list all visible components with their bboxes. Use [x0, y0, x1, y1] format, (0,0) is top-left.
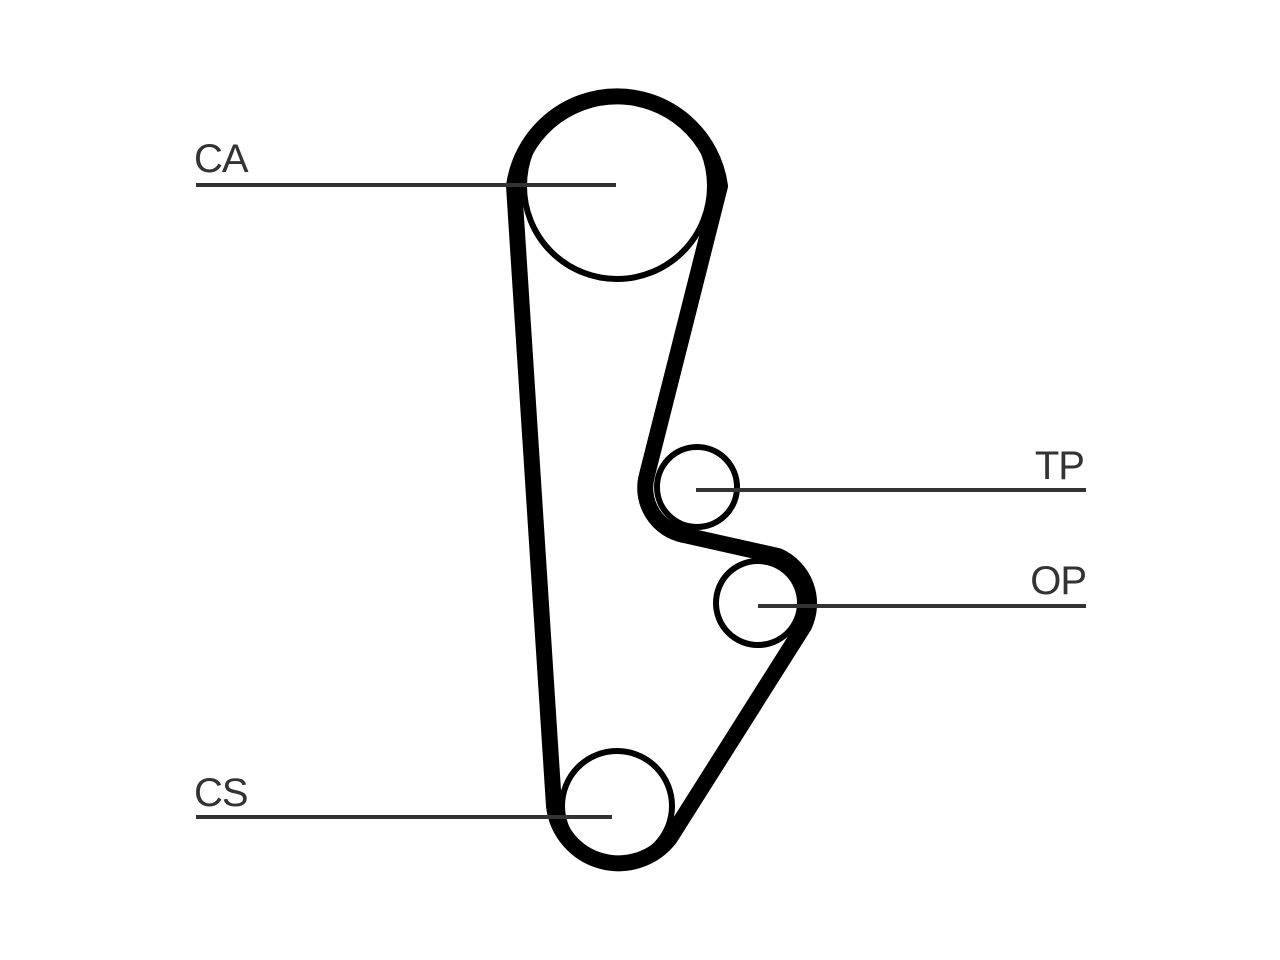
cs-label: CS: [194, 771, 248, 815]
tensioner-pulley: [654, 444, 740, 530]
tp-label: TP: [1035, 444, 1084, 488]
ca-label: CA: [194, 137, 249, 181]
timing-belt: [506, 88, 818, 872]
op-label: OP: [1030, 559, 1086, 603]
oil-pump-pulley: [713, 558, 803, 648]
